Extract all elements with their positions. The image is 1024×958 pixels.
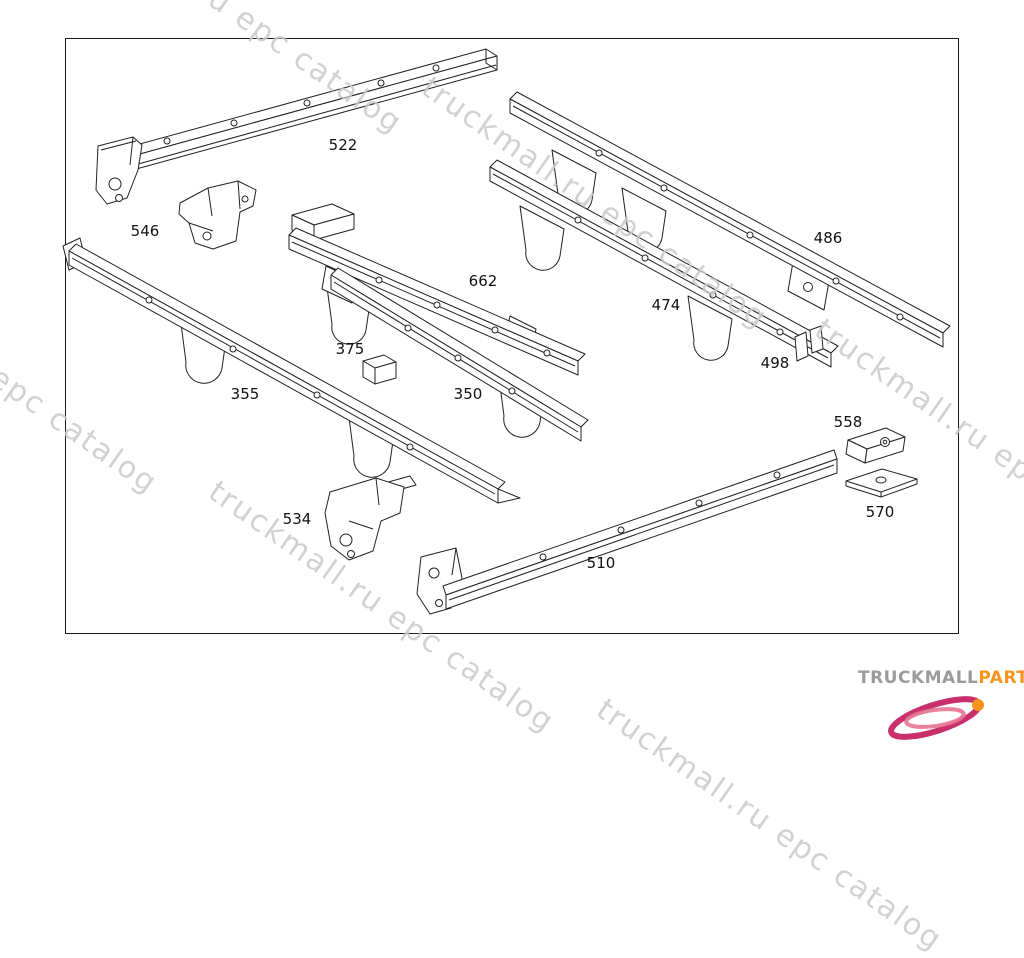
part-662-drawing [289,204,585,375]
part-546-drawing [179,181,256,249]
part-534-drawing [325,476,416,560]
part-486-drawing [510,92,950,347]
part-570-drawing [846,469,917,497]
diagram-border [65,38,959,634]
logo-swirl-icon [888,696,984,740]
part-label-522: 522 [328,136,358,154]
part-label-474: 474 [651,296,681,314]
part-label-510: 510 [586,554,616,572]
part-498-drawing [795,326,823,361]
part-474-drawing [490,160,838,367]
part-label-546: 546 [130,222,160,240]
part-522-drawing [96,49,497,204]
part-375-drawing [363,355,396,384]
part-label-350: 350 [453,385,483,403]
part-label-570: 570 [865,503,895,521]
part-355-drawing [63,238,520,503]
part-label-662: 662 [468,272,498,290]
part-label-355: 355 [230,385,260,403]
part-558-drawing [846,428,905,463]
truckmallparts-logo: TRUCKMALLPARTS [858,668,1024,688]
part-label-486: 486 [813,229,843,247]
part-label-498: 498 [760,354,790,372]
part-label-534: 534 [282,510,312,528]
logo-text-primary: TRUCKMALL [858,668,979,688]
logo-text-accent: PARTS [978,668,1024,688]
part-350-drawing [322,266,588,441]
part-label-375: 375 [335,340,365,358]
part-510-drawing [417,450,837,614]
chassis-parts-drawing [0,0,1024,750]
part-label-558: 558 [833,413,863,431]
